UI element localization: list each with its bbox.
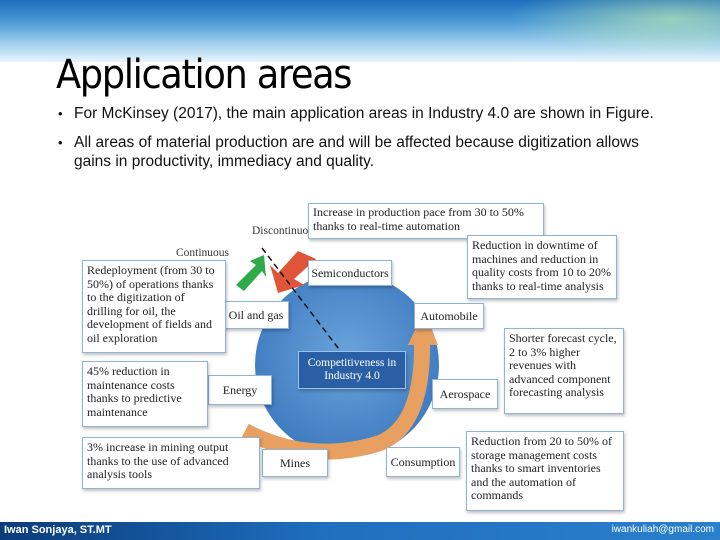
annotation-semiconductors: Reduction in downtime of machines and re… bbox=[467, 235, 617, 299]
bullet-item: For McKinsey (2017), the main applicatio… bbox=[56, 104, 656, 123]
slide-title: Application areas bbox=[56, 52, 352, 98]
bullet-item: All areas of material production are and… bbox=[56, 133, 656, 171]
center-label: Competitiveness in Industry 4.0 bbox=[307, 357, 397, 382]
sector-label: Semiconductors bbox=[311, 265, 389, 280]
annotation-energy: 45% reduction in maintenance costs thank… bbox=[82, 361, 208, 427]
sector-label: Energy bbox=[222, 382, 258, 397]
footer-bar: Iwan Sonjaya, ST.MT iwankuliah@gmail.com bbox=[0, 522, 720, 540]
footer-email: iwankuliah@gmail.com bbox=[611, 524, 714, 535]
annotation-consumption: Reduction from 20 to 50% of storage mana… bbox=[466, 431, 624, 511]
sector-label: Mines bbox=[280, 455, 310, 470]
annotation-top: Increase in production pace from 30 to 5… bbox=[308, 203, 544, 239]
sector-label: Automobile bbox=[420, 308, 478, 323]
footer-author: Iwan Sonjaya, ST.MT bbox=[4, 524, 112, 536]
annotation-mines: 3% increase in mining output thanks to t… bbox=[82, 437, 260, 489]
annotation-oil-gas: Redeployment (from 30 to 50%) of operati… bbox=[82, 260, 226, 353]
sector-label: Aerospace bbox=[439, 386, 491, 401]
annotation-aerospace: Shorter forecast cycle, 2 to 3% higher r… bbox=[504, 328, 624, 414]
continuous-label: Continuous bbox=[176, 247, 230, 259]
sector-automobile: Automobile bbox=[414, 303, 484, 329]
sector-label: Consumption bbox=[390, 454, 456, 469]
banner-decoration bbox=[480, 0, 720, 62]
continuous-arrow bbox=[236, 255, 266, 291]
discontinuous-label: Discontinuous bbox=[252, 225, 319, 237]
sector-mines: Mines bbox=[262, 449, 328, 477]
sector-label: Oil and gas bbox=[228, 307, 284, 322]
bullet-list: For McKinsey (2017), the main applicatio… bbox=[56, 104, 656, 181]
sector-oil-gas: Oil and gas bbox=[223, 301, 289, 329]
application-areas-figure: Competitiveness in Industry 4.0 Disconti… bbox=[80, 193, 650, 520]
sector-semiconductors: Semiconductors bbox=[308, 260, 392, 286]
sector-aerospace: Aerospace bbox=[432, 379, 498, 409]
center-box: Competitiveness in Industry 4.0 bbox=[298, 351, 406, 389]
sector-energy: Energy bbox=[208, 375, 272, 405]
dashed-divider bbox=[261, 247, 349, 362]
cycle-arrow bbox=[241, 342, 431, 460]
discontinuous-arrow bbox=[270, 251, 316, 293]
sector-consumption: Consumption bbox=[386, 447, 460, 477]
header-banner bbox=[0, 0, 720, 62]
